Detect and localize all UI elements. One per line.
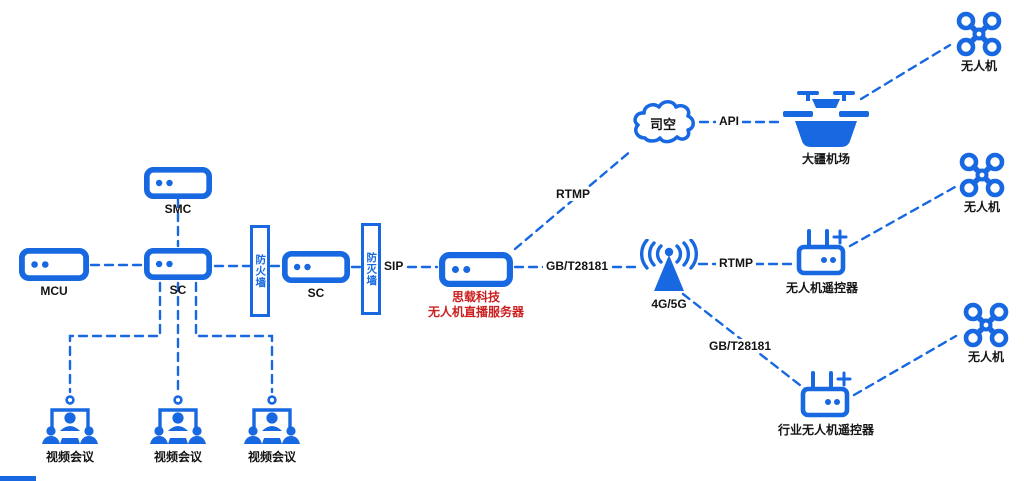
- drone-mid-label: 无人机: [963, 200, 1000, 214]
- video-conference-2: 视频会议: [148, 394, 208, 465]
- vc1-label: 视频会议: [45, 450, 94, 464]
- remote-controller-icon: [796, 229, 848, 276]
- video-conference-1: 视频会议: [40, 394, 100, 465]
- dji-dock: 大疆机场: [783, 85, 869, 167]
- antenna-label: 4G/5G: [651, 297, 687, 311]
- drone-icon: [959, 152, 1005, 198]
- edge-label-rtmp-cloud: RTMP: [553, 187, 593, 201]
- drone-bottom-label: 无人机: [967, 350, 1004, 364]
- mcu-server: MCU: [18, 247, 90, 299]
- video-conference-3: 视频会议: [242, 394, 302, 465]
- server-icon: [144, 247, 212, 281]
- video-conference-icon: [244, 395, 300, 444]
- sc2-label: SC: [307, 286, 325, 300]
- video-conference-icon: [42, 395, 98, 444]
- drone-icon: [956, 11, 1002, 57]
- dock-icon: [783, 91, 869, 147]
- mcu-label: MCU: [40, 284, 68, 298]
- sikong-cloud: 司空: [627, 97, 699, 149]
- vc2-label: 视频会议: [153, 450, 202, 464]
- edge-label-gbt28181-server: GB/T28181: [543, 259, 612, 273]
- streaming-server-label: 思载科技 无人机直播服务器: [396, 290, 556, 320]
- industry-drone-remote: 行业无人机遥控器: [778, 369, 874, 438]
- server-icon: [144, 166, 212, 200]
- antenna-icon: [640, 239, 698, 291]
- remote-label: 无人机遥控器: [785, 281, 858, 295]
- edge-label-rtmp-remote: RTMP: [716, 256, 756, 270]
- drone-bottom: 无人机: [962, 302, 1010, 365]
- video-conference-icon: [150, 395, 206, 444]
- streaming-server: [438, 251, 514, 288]
- server-icon: [19, 247, 89, 282]
- firewall-2: 防灭墙: [361, 223, 381, 315]
- edge-label-api: API: [716, 114, 743, 128]
- drone-top: 无人机: [955, 11, 1003, 74]
- drone-icon: [963, 302, 1009, 348]
- edge-label-gbt28181-industry: GB/T28181: [706, 339, 775, 353]
- drone-mid: 无人机: [958, 152, 1006, 215]
- sc1-label: SC: [169, 283, 187, 297]
- dock-label: 大疆机场: [801, 152, 850, 166]
- smc-label: SMC: [164, 202, 192, 216]
- firewall-2-label: 防灭墙: [365, 251, 378, 287]
- cloud-icon: [633, 99, 696, 144]
- server-name: 无人机直播服务器: [427, 305, 524, 319]
- server-icon: [282, 250, 350, 284]
- edge-label-sip: SIP: [381, 259, 407, 273]
- cellular-antenna: 4G/5G: [640, 239, 698, 312]
- smc-server: SMC: [143, 166, 213, 217]
- drone-remote: 无人机遥控器: [786, 227, 858, 296]
- company-name: 思载科技: [451, 290, 500, 304]
- firewall-1-label: 防火墙: [254, 253, 267, 289]
- remote-controller-icon: [800, 371, 852, 418]
- firewall-1: 防火墙: [250, 225, 270, 317]
- sc-server-1: SC: [143, 247, 213, 298]
- vc3-label: 视频会议: [247, 450, 296, 464]
- server-icon: [439, 252, 513, 287]
- bottom-edge-artifact: [0, 476, 36, 481]
- cloud-label: 司空: [649, 117, 676, 132]
- industry-remote-label: 行业无人机遥控器: [777, 423, 874, 437]
- drone-top-label: 无人机: [960, 59, 997, 73]
- sc-server-2: SC: [281, 250, 351, 301]
